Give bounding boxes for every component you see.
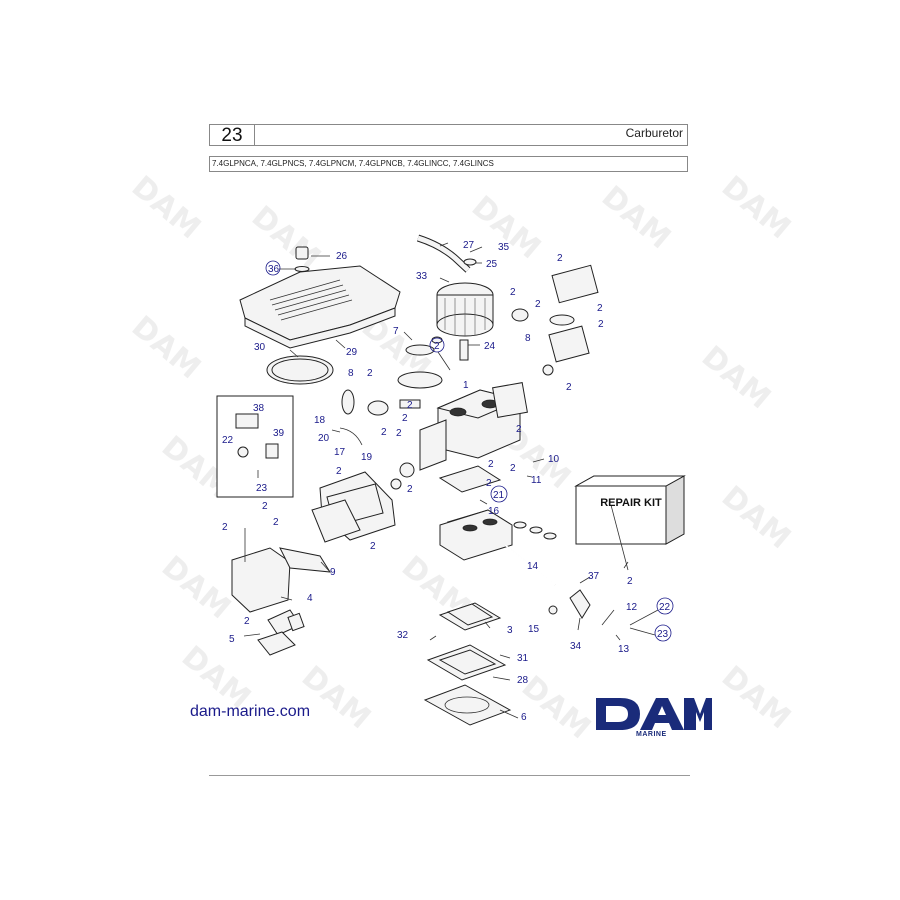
svg-text:1: 1: [463, 380, 469, 391]
svg-text:14: 14: [527, 561, 539, 572]
svg-text:17: 17: [334, 447, 346, 458]
svg-text:2: 2: [273, 517, 279, 528]
repair-kit-label: REPAIR KIT: [600, 497, 662, 509]
svg-text:27: 27: [463, 240, 475, 251]
svg-text:2: 2: [222, 522, 228, 533]
svg-text:2: 2: [510, 463, 516, 474]
svg-text:4: 4: [307, 593, 313, 604]
svg-text:13: 13: [618, 644, 630, 655]
footer-divider: [209, 775, 690, 776]
svg-text:2: 2: [402, 413, 408, 424]
svg-text:2: 2: [370, 541, 376, 552]
svg-text:21: 21: [493, 490, 505, 501]
page-header: 23 Carburetor: [209, 124, 688, 146]
svg-text:2: 2: [488, 459, 494, 470]
svg-text:DAM: DAM: [125, 169, 207, 246]
svg-text:2: 2: [336, 466, 342, 477]
svg-text:DAM: DAM: [125, 309, 207, 386]
svg-text:34: 34: [570, 641, 582, 652]
website-link[interactable]: dam-marine.com: [190, 703, 311, 720]
base-gaskets: [423, 602, 512, 726]
svg-text:25: 25: [486, 259, 498, 270]
svg-text:28: 28: [517, 675, 529, 686]
svg-text:2: 2: [407, 400, 413, 411]
svg-text:DAM: DAM: [465, 189, 547, 266]
dam-marine-sublabel: MARINE: [636, 731, 667, 738]
svg-text:38: 38: [253, 403, 265, 414]
svg-text:7: 7: [393, 326, 399, 337]
svg-text:10: 10: [548, 454, 560, 465]
svg-text:12: 12: [626, 602, 638, 613]
svg-text:2: 2: [598, 319, 604, 330]
svg-text:8: 8: [348, 368, 354, 379]
svg-text:2: 2: [407, 484, 413, 495]
leader-lines: [243, 242, 659, 719]
svg-text:2: 2: [516, 424, 522, 435]
page-number: 23: [210, 125, 255, 146]
svg-text:8: 8: [525, 333, 531, 344]
svg-text:2: 2: [244, 616, 250, 627]
svg-text:DAM: DAM: [715, 169, 797, 246]
model-list: 7.4GLPNCA, 7.4GLPNCS, 7.4GLPNCM, 7.4GLPN…: [209, 156, 688, 172]
secondary-fuel-bowl: [511, 264, 599, 376]
accelerator-pump-housing: [231, 528, 331, 656]
svg-text:DAM: DAM: [715, 659, 797, 736]
svg-text:15: 15: [528, 624, 540, 635]
svg-text:23: 23: [657, 629, 669, 640]
repair-kit-box: [574, 475, 686, 545]
svg-text:2: 2: [535, 299, 541, 310]
svg-text:11: 11: [531, 475, 542, 486]
svg-text:20: 20: [318, 433, 330, 444]
svg-text:DAM: DAM: [155, 549, 237, 626]
svg-text:DAM: DAM: [715, 479, 797, 556]
svg-text:DAM: DAM: [295, 659, 377, 736]
carburetor-body: [436, 382, 528, 459]
svg-text:2: 2: [367, 368, 373, 379]
svg-text:29: 29: [346, 347, 358, 358]
svg-text:2: 2: [262, 501, 268, 512]
svg-text:24: 24: [484, 341, 496, 352]
page-title: Carburetor: [625, 126, 683, 140]
svg-text:5: 5: [229, 634, 235, 645]
svg-text:33: 33: [416, 271, 428, 282]
svg-text:DAM: DAM: [595, 179, 677, 256]
svg-text:DAM: DAM: [695, 339, 777, 416]
svg-text:2: 2: [486, 478, 492, 489]
svg-text:37: 37: [588, 571, 600, 582]
callout-labels: 26 36 27 35 25 33 29 30 7 24 2 8 2 1 38 …: [222, 240, 674, 723]
svg-text:18: 18: [314, 415, 326, 426]
throttle-body: [439, 509, 513, 561]
svg-text:35: 35: [498, 242, 510, 253]
svg-text:23: 23: [256, 483, 268, 494]
svg-text:26: 26: [336, 251, 348, 262]
svg-text:2: 2: [627, 576, 633, 587]
callout-36: 36: [268, 264, 280, 275]
svg-text:2: 2: [434, 341, 440, 352]
svg-text:2: 2: [381, 427, 387, 438]
choke-assembly: [397, 336, 469, 389]
dam-logo: [596, 698, 712, 730]
svg-text:22: 22: [222, 435, 234, 446]
inset-detail-box: [216, 395, 294, 498]
svg-text:16: 16: [488, 506, 500, 517]
svg-text:DAM: DAM: [245, 199, 327, 276]
svg-text:2: 2: [557, 253, 563, 264]
svg-text:19: 19: [361, 452, 373, 463]
svg-text:30: 30: [254, 342, 266, 353]
svg-text:2: 2: [396, 428, 402, 439]
svg-text:9: 9: [330, 567, 336, 578]
svg-text:2: 2: [597, 303, 603, 314]
svg-text:32: 32: [397, 630, 409, 641]
primary-metering-block: [311, 471, 396, 543]
svg-text:39: 39: [273, 428, 285, 439]
air-filter-element: [436, 282, 494, 337]
svg-text:6: 6: [521, 712, 527, 723]
svg-text:22: 22: [659, 602, 671, 613]
svg-text:2: 2: [566, 382, 572, 393]
svg-text:3: 3: [507, 625, 513, 636]
svg-text:31: 31: [517, 653, 529, 664]
svg-text:2: 2: [510, 287, 516, 298]
